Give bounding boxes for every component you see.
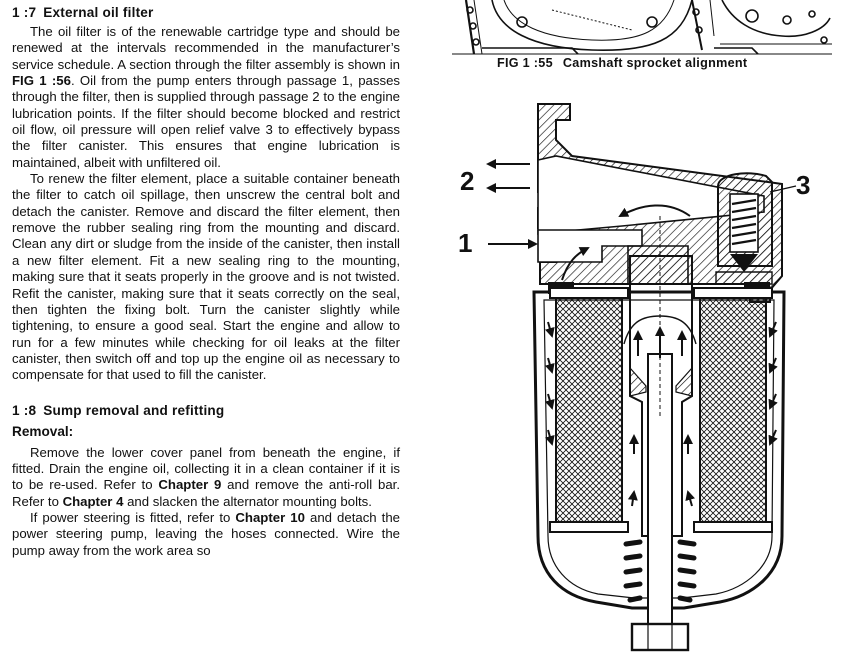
- section-number: 1 :7: [12, 5, 37, 20]
- oil-flow-arrows: [486, 159, 778, 507]
- paragraph: If power steering is fitted, refer to Ch…: [12, 509, 401, 558]
- passage-2-label: 2: [460, 166, 474, 196]
- filter-canister: [532, 290, 786, 610]
- camshaft-sprocket-figure: [452, 0, 832, 55]
- oil-filter-section-diagram: 2 1 3: [458, 103, 810, 652]
- paragraph: Remove the lower cover panel from beneat…: [12, 444, 400, 509]
- chapter-reference: Chapter 10: [235, 509, 305, 525]
- figure-caption: FIG 1 :55 Camshaft sprocket alignment: [497, 56, 747, 70]
- text-column: 1 :7 External oil filter The oil filter i…: [12, 4, 400, 559]
- chapter-reference: Chapter 9: [158, 477, 222, 493]
- section-1-7-heading: 1 :7 External oil filter: [12, 4, 400, 21]
- figure-number: FIG 1 :55: [497, 56, 553, 70]
- caption-text: Camshaft sprocket alignment: [562, 56, 748, 70]
- chapter-reference: Chapter 4: [62, 493, 124, 509]
- section-1-8-heading: 1 :8 Sump removal and refitting: [12, 402, 400, 419]
- paragraph: To renew the filter element, place a sui…: [12, 171, 400, 383]
- filter-element-left: [555, 291, 623, 529]
- canister-spring: [623, 539, 697, 603]
- filter-element-right: [699, 291, 767, 529]
- section-title: Sump removal and refitting: [43, 402, 225, 418]
- subheading-removal: Removal:: [12, 423, 74, 439]
- relief-valve-spring: [731, 198, 757, 246]
- passage-1-label: 1: [458, 228, 472, 258]
- figure-reference: FIG 1 :56: [12, 73, 71, 89]
- section-number: 1 :8: [12, 402, 37, 418]
- relief-valve-label: 3: [796, 170, 810, 200]
- section-title: External oil filter: [43, 5, 154, 20]
- paragraph: The oil filter is of the renewable cartr…: [12, 24, 400, 170]
